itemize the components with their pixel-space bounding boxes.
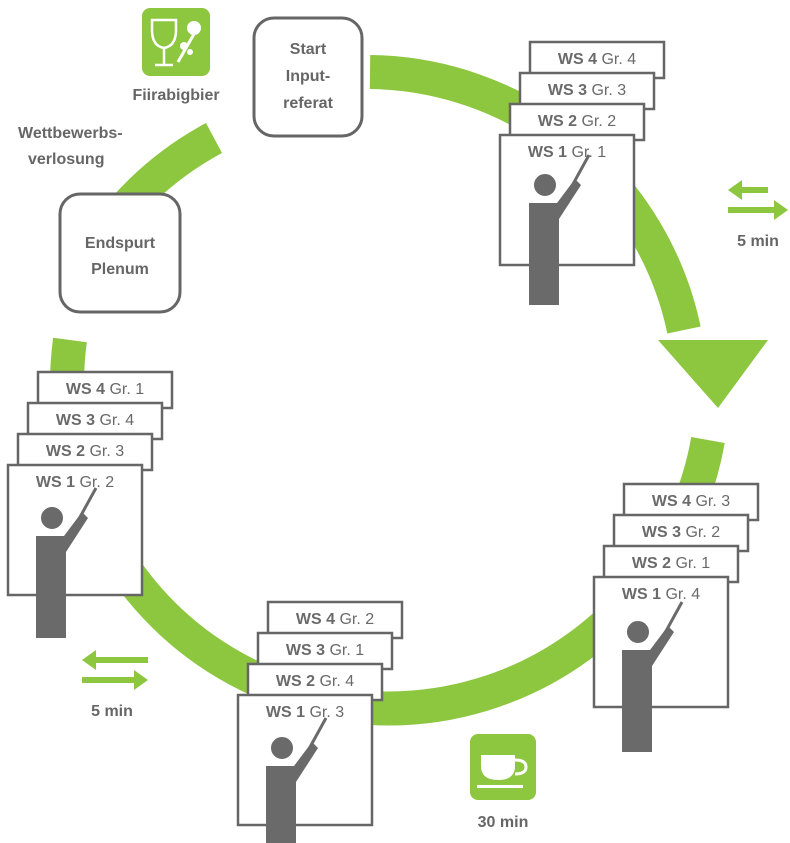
swap-arrows-icon-left — [82, 650, 148, 690]
workshop-id: WS 4 — [296, 611, 335, 628]
workshop-card: WS 1 Gr. 4 — [592, 575, 730, 709]
switch-time-left: 5 min — [91, 703, 133, 720]
start-label-3: referat — [283, 95, 333, 112]
workshop-card-label: WS 1 Gr. 2 — [36, 474, 114, 491]
group-id: Gr. 3 — [587, 82, 626, 99]
coffee-cup-icon — [470, 734, 536, 800]
group-id: Gr. 1 — [325, 642, 364, 659]
workshop-card-label: WS 2 Gr. 4 — [276, 673, 354, 690]
workshop-stack-bottom-center: WS 4 Gr. 2 WS 3 Gr. 1 WS 2 Gr. 4 WS 1 Gr. 3 — [236, 600, 404, 843]
endspurt-box: Endspurt Plenum — [58, 192, 182, 314]
workshop-id: WS 2 — [276, 673, 315, 690]
workshop-id: WS 1 — [622, 586, 661, 603]
swap-arrows-icon-right — [728, 180, 788, 220]
presenter-icon — [622, 601, 684, 752]
endspurt-label-1: Endspurt — [85, 235, 156, 252]
group-id: Gr. 2 — [335, 611, 374, 628]
group-id: Gr. 2 — [681, 524, 720, 541]
workshop-card-label: WS 2 Gr. 1 — [632, 555, 710, 572]
workshop-id: WS 1 — [36, 474, 75, 491]
workshop-id: WS 2 — [538, 113, 577, 130]
group-id: Gr. 2 — [75, 474, 114, 491]
workshop-card-label: WS 1 Gr. 1 — [528, 144, 606, 161]
presenter-icon — [266, 717, 328, 843]
workshop-id: WS 1 — [528, 144, 567, 161]
group-id: Gr. 3 — [85, 443, 124, 460]
group-id: Gr. 3 — [691, 493, 730, 510]
wine-glass-icon — [142, 8, 210, 76]
switch-time-right: 5 min — [737, 233, 779, 250]
workshop-card-label: WS 3 Gr. 3 — [548, 82, 626, 99]
group-id: Gr. 2 — [577, 113, 616, 130]
workshop-card-label: WS 2 Gr. 2 — [538, 113, 616, 130]
start-label-1: Start — [290, 41, 327, 58]
group-id: Gr. 3 — [305, 704, 344, 721]
workshop-card: WS 1 Gr. 1 — [498, 133, 636, 267]
group-id: Gr. 1 — [105, 381, 144, 398]
group-id: Gr. 4 — [661, 586, 700, 603]
workshop-id: WS 1 — [266, 704, 305, 721]
presenter-icon — [529, 154, 591, 305]
workshop-stack-left: WS 4 Gr. 1 WS 3 Gr. 4 WS 2 Gr. 3 WS 1 Gr. 2 — [6, 370, 174, 638]
presenter-icon — [36, 487, 98, 638]
group-id: Gr. 1 — [671, 555, 710, 572]
workshop-card-label: WS 3 Gr. 1 — [286, 642, 364, 659]
group-id: Gr. 1 — [567, 144, 606, 161]
wettbewerb-label-1: Wettbewerbs- — [18, 125, 123, 142]
group-id: Gr. 4 — [597, 51, 636, 68]
start-box: Start Input- referat — [252, 16, 364, 138]
workshop-card-label: WS 2 Gr. 3 — [46, 443, 124, 460]
endspurt-label-2: Plenum — [91, 261, 149, 278]
start-label-2: Input- — [286, 68, 330, 85]
pause-time-label: 30 min — [478, 814, 529, 831]
workshop-id: WS 3 — [642, 524, 681, 541]
workshop-card-label: WS 1 Gr. 3 — [266, 704, 344, 721]
workshop-card-label: WS 3 Gr. 4 — [56, 412, 134, 429]
workshop-id: WS 4 — [558, 51, 597, 68]
workshop-stack-top-right: WS 4 Gr. 4 WS 3 Gr. 3 WS 2 Gr. 2 WS 1 Gr. 1 — [498, 40, 666, 305]
workshop-stacks: WS 4 Gr. 4WS 3 Gr. 3WS 2 Gr. 2WS 1 Gr. 1… — [6, 40, 760, 843]
workshop-id: WS 3 — [56, 412, 95, 429]
workshop-card-label: WS 4 Gr. 2 — [296, 611, 374, 628]
workshop-card-label: WS 1 Gr. 4 — [622, 586, 700, 603]
workshop-card-label: WS 3 Gr. 2 — [642, 524, 720, 541]
workshop-stack-bottom-right: WS 4 Gr. 3 WS 3 Gr. 2 WS 2 Gr. 1 WS 1 Gr. 4 — [592, 482, 760, 752]
workshop-id: WS 2 — [632, 555, 671, 572]
workshop-id: WS 4 — [652, 493, 691, 510]
workshop-card-label: WS 4 Gr. 4 — [558, 51, 636, 68]
group-id: Gr. 4 — [315, 673, 354, 690]
workshop-id: WS 2 — [46, 443, 85, 460]
ring-arrow-head — [658, 340, 768, 408]
workshop-card-label: WS 4 Gr. 1 — [66, 381, 144, 398]
group-id: Gr. 4 — [95, 412, 134, 429]
fiirabigbier-label: Fiirabigbier — [132, 87, 219, 104]
workshop-id: WS 3 — [286, 642, 325, 659]
workshop-id: WS 4 — [66, 381, 105, 398]
workshop-id: WS 3 — [548, 82, 587, 99]
wettbewerb-label-2: verlosung — [28, 151, 104, 168]
workshop-card-label: WS 4 Gr. 3 — [652, 493, 730, 510]
